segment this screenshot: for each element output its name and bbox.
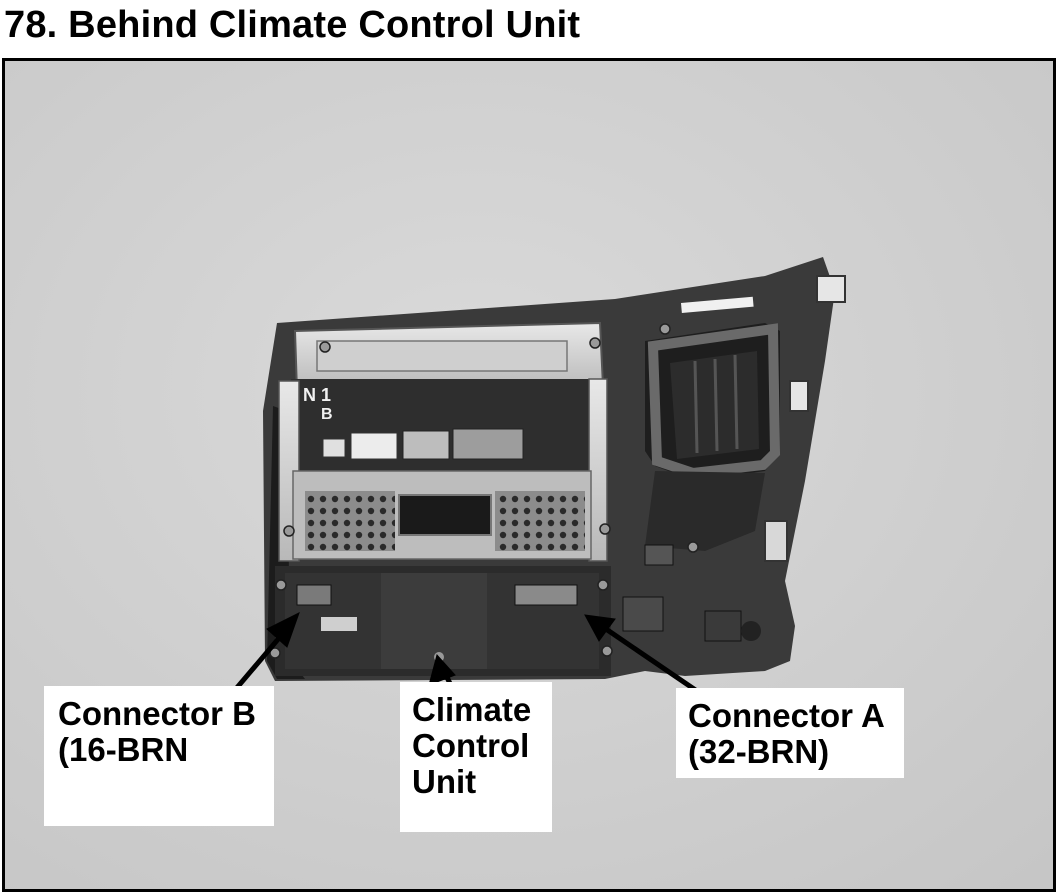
callout-connector-b: Connector B (16-BRN: [44, 686, 274, 826]
callout-connector-a: Connector A (32-BRN): [676, 688, 904, 778]
climate-control-unit-body: [275, 566, 611, 676]
air-vent-duct: [645, 323, 781, 551]
radio-chassis: N 1 B: [278, 321, 608, 562]
unit-marking-b: B: [321, 406, 333, 423]
unit-marking-n1: N 1: [303, 385, 331, 405]
page-title: 78. Behind Climate Control Unit: [4, 4, 581, 46]
callout-climate-control-unit: Climate Control Unit: [400, 682, 552, 832]
